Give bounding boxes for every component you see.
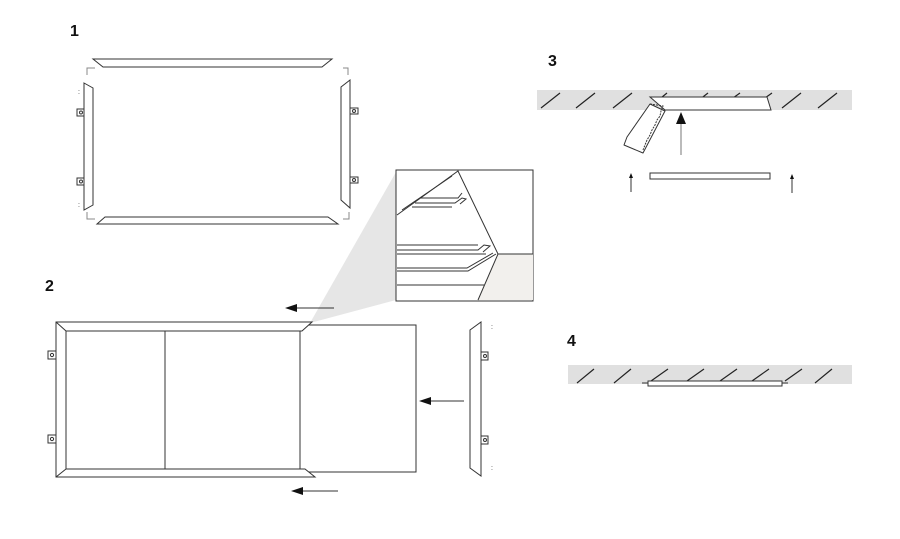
side-rail [469,321,482,477]
step-4-label: 4 [567,333,576,350]
tick-mark: : [78,202,80,209]
step-4: 4 [567,333,852,387]
step-3-label: 3 [548,53,557,70]
right-rail [340,78,351,210]
left-rail [83,82,94,211]
profile-detail [396,170,533,301]
step-1: 1 : : [70,23,359,225]
detail-callout [310,169,534,323]
panel-flush [647,380,783,387]
arrow-up-icon [676,112,686,155]
mounting-tabs [76,107,359,186]
top-rail [91,58,334,68]
tick-mark: : [78,89,80,96]
arrow-up-icon [629,173,633,192]
arrow-up-icon [790,174,794,193]
step-1-label: 1 [70,23,79,40]
panel-strip [649,172,771,180]
step-2-label: 2 [45,278,54,295]
step-3: 3 [537,53,852,193]
arrow-left-icon [285,304,334,312]
ceiling [568,365,852,384]
callout-wedge [310,172,396,323]
panel-inserted [648,96,772,111]
tick-mark: : [491,324,493,331]
bottom-rail [95,216,340,225]
ceiling-hatch [576,368,833,384]
tick-mark: : [491,465,493,472]
panel [299,324,417,473]
step-2: 2 : : [45,278,493,495]
arrow-left-icon [419,397,464,405]
arrow-left-icon [291,487,338,495]
saw-blade-panel [623,103,666,154]
mounting-tabs [47,350,57,444]
corner-guides [86,67,350,220]
